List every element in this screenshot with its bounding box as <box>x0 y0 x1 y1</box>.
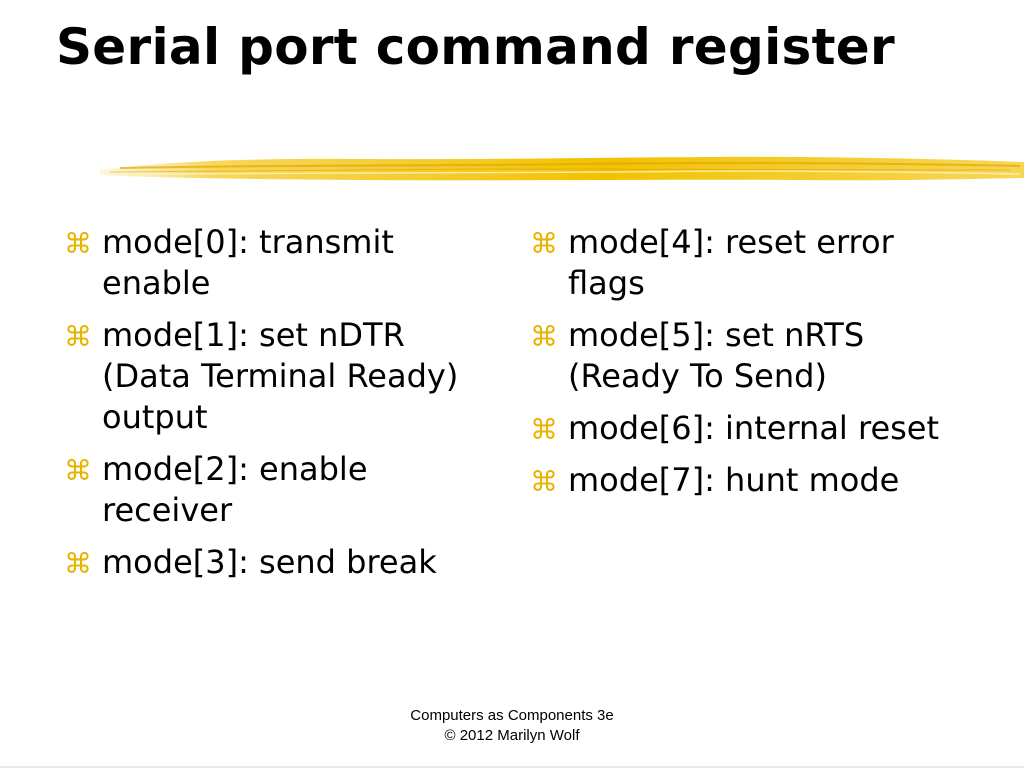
slide-title: Serial port command register <box>56 18 895 76</box>
bullet-text: mode[7]: hunt mode <box>568 461 900 499</box>
list-item: ⌘ mode[3]: send break <box>64 542 494 583</box>
footer-book-title: Computers as Components 3e <box>410 707 614 724</box>
command-key-icon: ⌘ <box>64 320 92 353</box>
command-key-icon: ⌘ <box>64 454 92 487</box>
command-key-icon: ⌘ <box>64 227 92 260</box>
list-item: ⌘ mode[6]: internal reset <box>530 408 970 449</box>
list-item: ⌘ mode[0]: transmit enable <box>64 222 494 304</box>
list-item: ⌘ mode[4]: reset error flags <box>530 222 970 304</box>
bullet-text: mode[4]: reset error flags <box>568 223 894 302</box>
title-brush-underline <box>100 156 1024 181</box>
bullet-text: mode[5]: set nRTS (Ready To Send) <box>568 316 865 395</box>
command-key-icon: ⌘ <box>64 547 92 580</box>
command-key-icon: ⌘ <box>530 413 558 446</box>
list-item: ⌘ mode[7]: hunt mode <box>530 460 970 501</box>
bottom-divider <box>0 766 1024 768</box>
command-key-icon: ⌘ <box>530 320 558 353</box>
slide-footer: Computers as Components 3e © 2012 Marily… <box>312 706 712 746</box>
command-key-icon: ⌘ <box>530 465 558 498</box>
left-bullet-list: ⌘ mode[0]: transmit enable ⌘ mode[1]: se… <box>64 222 494 594</box>
bullet-text: mode[6]: internal reset <box>568 409 940 447</box>
bullet-text: mode[1]: set nDTR (Data Terminal Ready) … <box>102 316 459 436</box>
bullet-text: mode[2]: enable receiver <box>102 450 368 529</box>
list-item: ⌘ mode[1]: set nDTR (Data Terminal Ready… <box>64 315 494 438</box>
right-bullet-list: ⌘ mode[4]: reset error flags ⌘ mode[5]: … <box>530 222 970 512</box>
footer-copyright: © 2012 Marilyn Wolf <box>444 727 580 744</box>
list-item: ⌘ mode[2]: enable receiver <box>64 449 494 531</box>
bullet-text: mode[0]: transmit enable <box>102 223 394 302</box>
list-item: ⌘ mode[5]: set nRTS (Ready To Send) <box>530 315 970 397</box>
bullet-text: mode[3]: send break <box>102 543 437 581</box>
command-key-icon: ⌘ <box>530 227 558 260</box>
